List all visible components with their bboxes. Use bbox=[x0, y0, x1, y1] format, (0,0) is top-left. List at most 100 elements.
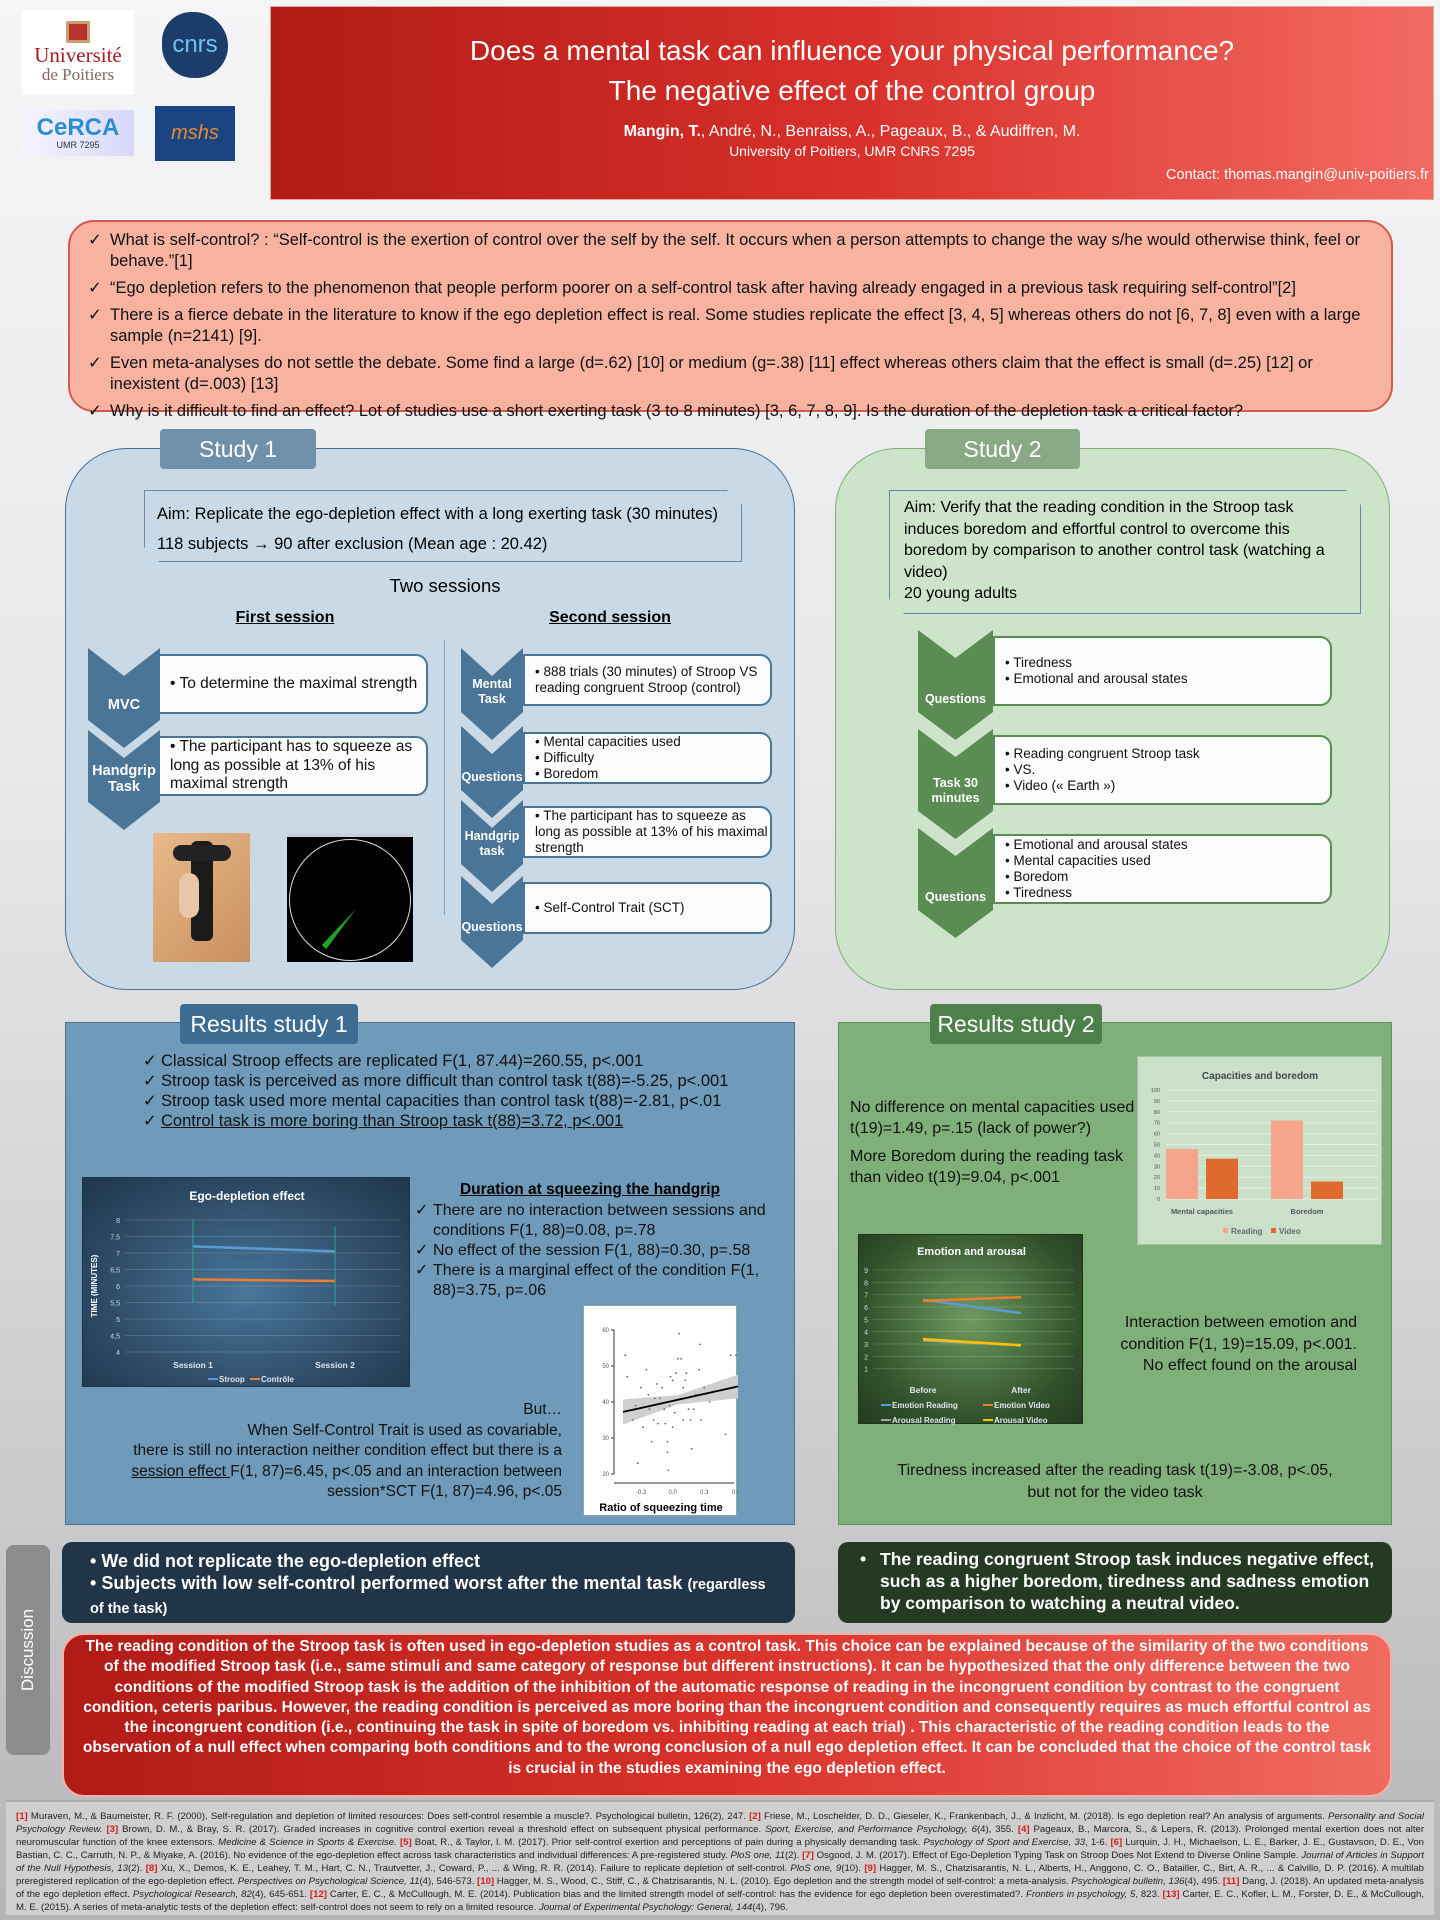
y-tick-label: 7,5 bbox=[110, 1235, 120, 1242]
x-axis-label: Ratio of squeezing time bbox=[599, 1502, 722, 1514]
flow-bullet: To determine the maximal strength bbox=[170, 675, 426, 694]
second-session-heading: Second session bbox=[549, 609, 671, 626]
legend-label: Emotion Reading bbox=[892, 1401, 958, 1410]
y-tick-label: 30 bbox=[1154, 1164, 1160, 1170]
y-tick-label: 30 bbox=[602, 1436, 609, 1442]
legend-label: Video bbox=[1279, 1227, 1301, 1236]
scatter-point bbox=[674, 1372, 677, 1375]
introduction-box: ✓What is self-control? : “Self-control i… bbox=[68, 220, 1393, 420]
check-icon: ✓ bbox=[88, 306, 102, 324]
y-tick-label: 5,5 bbox=[110, 1301, 120, 1308]
scatter-point bbox=[661, 1386, 664, 1389]
y-tick-label: 7 bbox=[116, 1251, 120, 1258]
legend-label: Arousal Video bbox=[994, 1416, 1048, 1425]
flow-bullet: Boredom bbox=[535, 766, 770, 782]
flow-bullet: Tiredness bbox=[1005, 885, 1330, 901]
check-icon: ✓ bbox=[415, 1202, 429, 1219]
discussion-box: The reading condition of the Stroop task… bbox=[62, 1633, 1392, 1797]
scatter-point bbox=[703, 1386, 706, 1389]
handgrip-photo bbox=[153, 833, 250, 962]
flow-bullet: Difficulty bbox=[535, 750, 770, 766]
series-line-stroop bbox=[192, 1245, 336, 1253]
flow-bullet: Emotional and arousal states bbox=[1005, 671, 1330, 687]
legend-swatch bbox=[1271, 1228, 1276, 1233]
y-tick-label: 40 bbox=[1154, 1153, 1160, 1159]
y-tick-label: 5 bbox=[116, 1317, 120, 1324]
flow-bullet: 888 trials (30 minutes) of Stroop VS rea… bbox=[535, 664, 770, 696]
flow-step-box: Emotional and arousal statesMental capac… bbox=[993, 834, 1332, 904]
x-tick-label: 0.6 bbox=[732, 1490, 738, 1496]
flow-step-box: TirednessEmotional and arousal states bbox=[993, 636, 1332, 706]
y-tick-label: 4 bbox=[116, 1350, 120, 1357]
scatter-point bbox=[699, 1343, 702, 1346]
scatter-point bbox=[640, 1386, 642, 1389]
study2-aim-box: Aim: Verify that the reading condition i… bbox=[889, 490, 1361, 614]
x-tick-label: Session 2 bbox=[315, 1360, 355, 1370]
capacities-svg: Capacities and boredom010203040506070809… bbox=[1151, 1071, 1378, 1236]
reference-item: [13] Carter, E. C., Kofler, L. M., Forst… bbox=[16, 1889, 1425, 1913]
authors: Mangin, T., André, N., Benraiss, A., Pag… bbox=[623, 123, 1081, 140]
flow-bullet: Boredom bbox=[1005, 869, 1330, 885]
y-axis-label: TIME (MINUTES) bbox=[90, 1254, 99, 1317]
scatter-point bbox=[653, 1397, 656, 1400]
handgrip-screen-image bbox=[287, 833, 413, 962]
scatter-point bbox=[692, 1408, 695, 1411]
flow-step-box: Mental capacities usedDifficultyBoredom bbox=[523, 732, 772, 784]
check-icon: ✓ bbox=[88, 231, 102, 249]
x-tick-label: Session 1 bbox=[173, 1360, 213, 1370]
scatter-point bbox=[671, 1379, 674, 1382]
scatter-point bbox=[724, 1433, 727, 1436]
reference-item: [12] Carter, E. C., & McCullough, M. E. … bbox=[309, 1889, 1160, 1900]
flow-bullet: Self-Control Trait (SCT) bbox=[535, 900, 770, 916]
legend-label: Emotion Video bbox=[994, 1401, 1050, 1410]
result-item: ✓Stroop task used more mental capacities… bbox=[143, 1092, 722, 1110]
bar-video-1 bbox=[1311, 1181, 1343, 1199]
scatter-point bbox=[687, 1408, 690, 1411]
y-tick-label: 60 bbox=[602, 1328, 609, 1334]
series-line-contrôle bbox=[192, 1278, 336, 1283]
y-tick-label: 2 bbox=[864, 1354, 868, 1361]
scatter-point bbox=[680, 1357, 683, 1360]
reference-item: [8] Xu, X., Demos, K. E., Leahey, T. M.,… bbox=[145, 1863, 861, 1874]
flow-bullet: Video (« Earth ») bbox=[1005, 778, 1330, 794]
scatter-point bbox=[666, 1451, 669, 1454]
y-tick-label: 1 bbox=[864, 1367, 868, 1374]
scatter-point bbox=[700, 1419, 703, 1421]
results1-tab: Results study 1 bbox=[180, 1004, 358, 1044]
universite-poitiers-logo: Université de Poitiers bbox=[22, 10, 134, 95]
study1-tab: Study 1 bbox=[160, 429, 316, 469]
handgrip-device-icon bbox=[191, 841, 213, 941]
legend-label: Contrôle bbox=[261, 1375, 294, 1384]
x-tick-label: Mental capacities bbox=[1171, 1207, 1233, 1216]
contact-email[interactable]: Contact: thomas.mangin@univ-poitiers.fr bbox=[1166, 167, 1429, 183]
flow-bullet: Tiredness bbox=[1005, 655, 1330, 671]
scatter-point bbox=[645, 1368, 648, 1371]
y-tick-label: 100 bbox=[1151, 1088, 1160, 1094]
intro-item: ✓Even meta-analyses do not settle the de… bbox=[88, 354, 1313, 393]
intro-item: ✓What is self-control? : “Self-control i… bbox=[88, 231, 1361, 270]
scatter-point bbox=[656, 1422, 659, 1425]
scatter-point bbox=[648, 1408, 651, 1411]
check-icon: ✓ bbox=[143, 1092, 157, 1110]
scatter-point bbox=[735, 1354, 737, 1357]
reference-item: [4] Pageaux, B., Marcora, S., & Lepers, … bbox=[16, 1824, 1425, 1848]
scatter-point bbox=[689, 1419, 692, 1421]
y-tick-label: 8 bbox=[864, 1280, 868, 1287]
reference-item: [9] Hagger, M. S., Chatzisarantis, N. L.… bbox=[16, 1863, 1425, 1887]
cnrs-logo: cnrs bbox=[162, 12, 228, 78]
duration-list: ✓There are no interaction between sessio… bbox=[415, 1201, 785, 1301]
scatter-point bbox=[659, 1397, 661, 1400]
flow-step-box: The participant has to squeeze as long a… bbox=[523, 806, 772, 858]
duration-item: ✓No effect of the session F(1, 88)=0.30,… bbox=[415, 1242, 751, 1259]
flow-bullet: Reading congruent Stroop task bbox=[1005, 746, 1330, 762]
cerca-logo: CeRCA UMR 7295 bbox=[22, 110, 134, 156]
result-item: ✓Classical Stroop effects are replicated… bbox=[143, 1052, 644, 1070]
affiliation: University of Poitiers, UMR CNRS 7295 bbox=[729, 143, 975, 159]
title-line-1: Does a mental task can influence your ph… bbox=[469, 35, 1235, 66]
flow-step-box: Reading congruent Stroop taskVS.Video («… bbox=[993, 735, 1332, 805]
intro-item: ✓There is a fierce debate in the literat… bbox=[88, 306, 1361, 345]
scatter-point bbox=[636, 1462, 639, 1465]
